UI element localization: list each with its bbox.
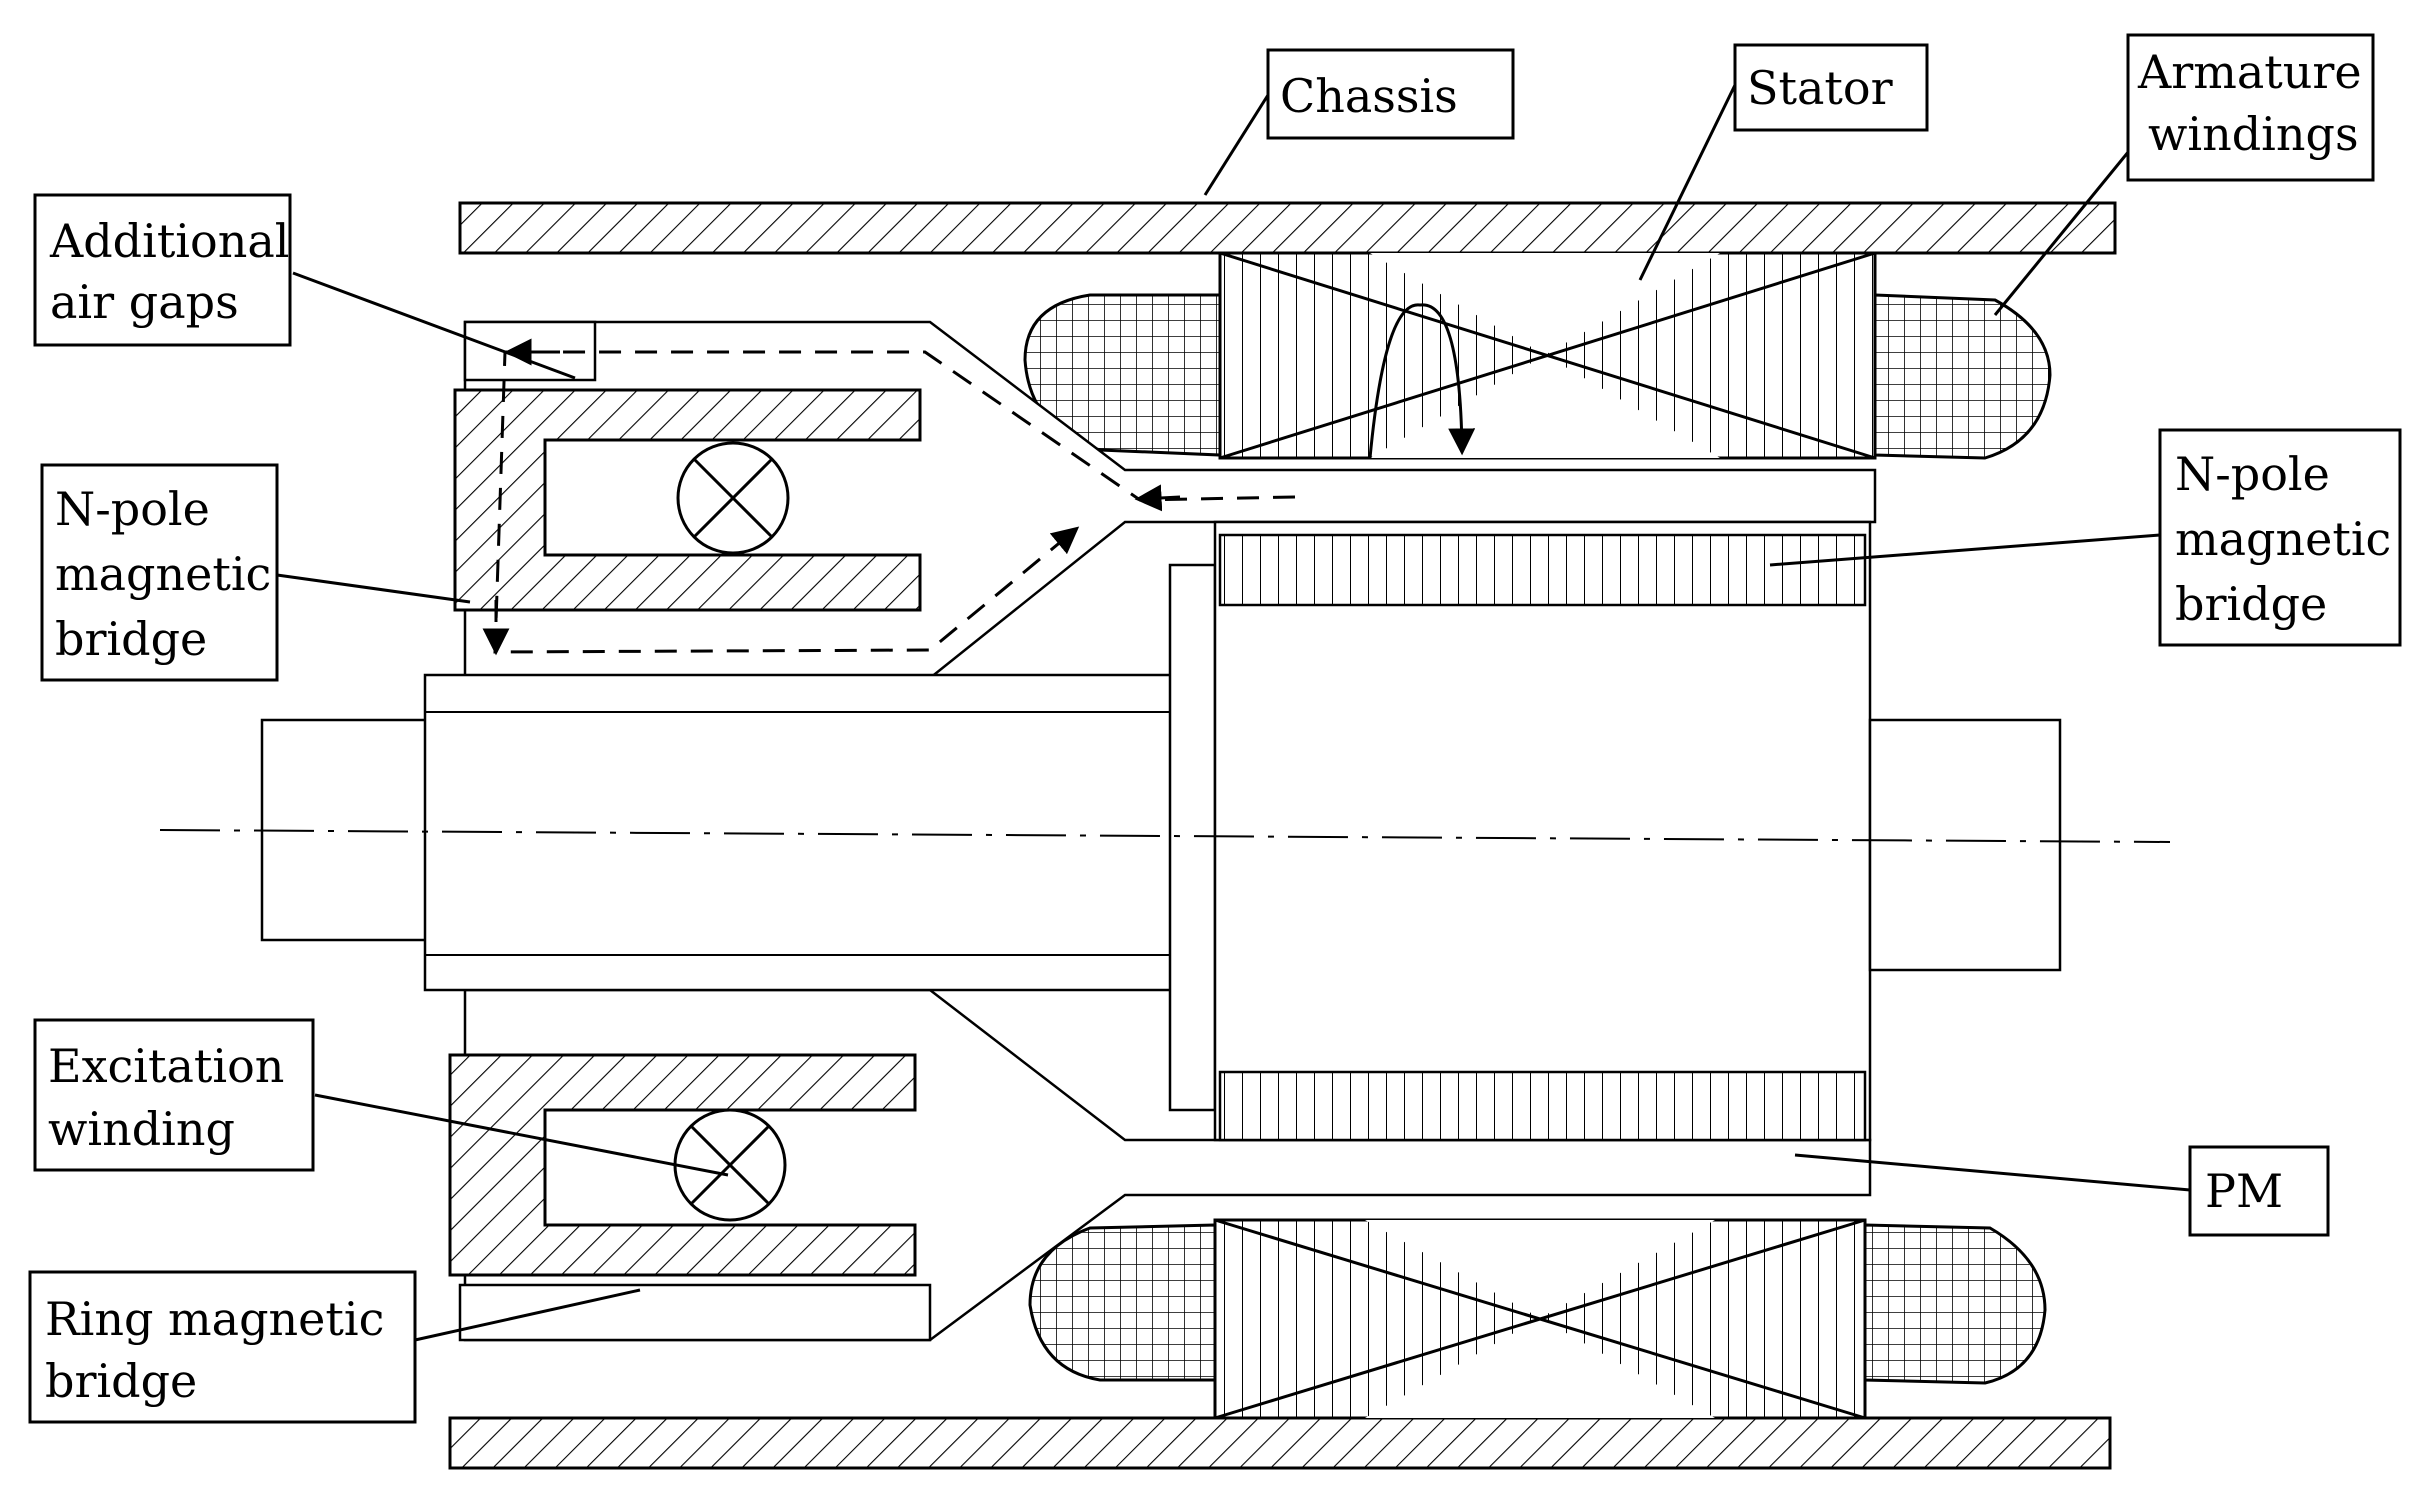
svg-text:Ring magnetic: Ring magnetic bbox=[45, 1292, 384, 1346]
armature-winding-bottom-left bbox=[1028, 1223, 1217, 1382]
svg-text:bridge: bridge bbox=[45, 1354, 197, 1408]
rotor-disc bbox=[1168, 563, 1217, 1112]
svg-text:magnetic: magnetic bbox=[2175, 512, 2391, 566]
leader-armature bbox=[1993, 139, 2140, 316]
label-excitation-winding: Excitation winding bbox=[33, 1018, 315, 1172]
label-ring-magnetic-bridge: Ring magnetic bridge bbox=[28, 1270, 417, 1424]
excitation-core-bottom bbox=[448, 1053, 917, 1277]
label-armature-windings: Armature windings bbox=[2126, 33, 2375, 182]
svg-text:Excitation: Excitation bbox=[48, 1039, 284, 1093]
svg-text:N-pole: N-pole bbox=[55, 482, 210, 536]
label-pm: PM bbox=[2188, 1145, 2330, 1237]
leader-excitation bbox=[314, 1093, 729, 1177]
chassis-top-plate bbox=[458, 201, 2117, 255]
armature-winding-bottom-right bbox=[1863, 1223, 2047, 1385]
svg-text:N-pole: N-pole bbox=[2175, 447, 2330, 501]
svg-text:magnetic: magnetic bbox=[55, 547, 271, 601]
leader-n-pole-right bbox=[1769, 533, 2161, 567]
permanent-magnet-top bbox=[1218, 533, 1867, 607]
leader-ring-bridge bbox=[414, 1288, 641, 1342]
leader-stator bbox=[1638, 84, 1737, 281]
rotor-core bbox=[1213, 520, 1872, 1142]
svg-text:PM: PM bbox=[2205, 1164, 2283, 1218]
leader-n-pole-left bbox=[276, 573, 471, 604]
svg-text:windings: windings bbox=[2148, 107, 2359, 161]
label-additional-air-gaps: Additional air gaps bbox=[33, 193, 292, 347]
leader-chassis bbox=[1203, 94, 1270, 196]
label-n-pole-bridge-right: N-pole magnetic bridge bbox=[2158, 428, 2402, 647]
svg-text:bridge: bridge bbox=[2175, 577, 2327, 631]
svg-text:air gaps: air gaps bbox=[50, 275, 239, 329]
armature-winding-top-right bbox=[1873, 293, 2052, 460]
ring-bridge-bottom bbox=[458, 1283, 932, 1342]
label-chassis: Chassis bbox=[1266, 48, 1515, 140]
excitation-core-top bbox=[453, 388, 922, 612]
permanent-magnet-bottom bbox=[1218, 1070, 1867, 1142]
leader-pm bbox=[1794, 1153, 2191, 1192]
svg-text:Stator: Stator bbox=[1747, 61, 1893, 115]
flux-arrow-inner bbox=[1134, 484, 1181, 512]
svg-text:bridge: bridge bbox=[55, 612, 207, 666]
svg-text:winding: winding bbox=[48, 1102, 235, 1156]
svg-text:Additional: Additional bbox=[49, 214, 289, 268]
label-n-pole-bridge-left: N-pole magnetic bridge bbox=[40, 463, 279, 682]
leader-air-gaps bbox=[292, 271, 576, 380]
svg-text:Chassis: Chassis bbox=[1280, 69, 1458, 123]
label-stator: Stator bbox=[1733, 43, 1929, 132]
chassis-bottom-plate bbox=[448, 1416, 2112, 1470]
stator-flux-loop bbox=[1368, 303, 1476, 459]
svg-text:Armature: Armature bbox=[2137, 45, 2362, 99]
shaft-right-end bbox=[1868, 718, 2062, 972]
center-axis bbox=[159, 829, 2171, 843]
